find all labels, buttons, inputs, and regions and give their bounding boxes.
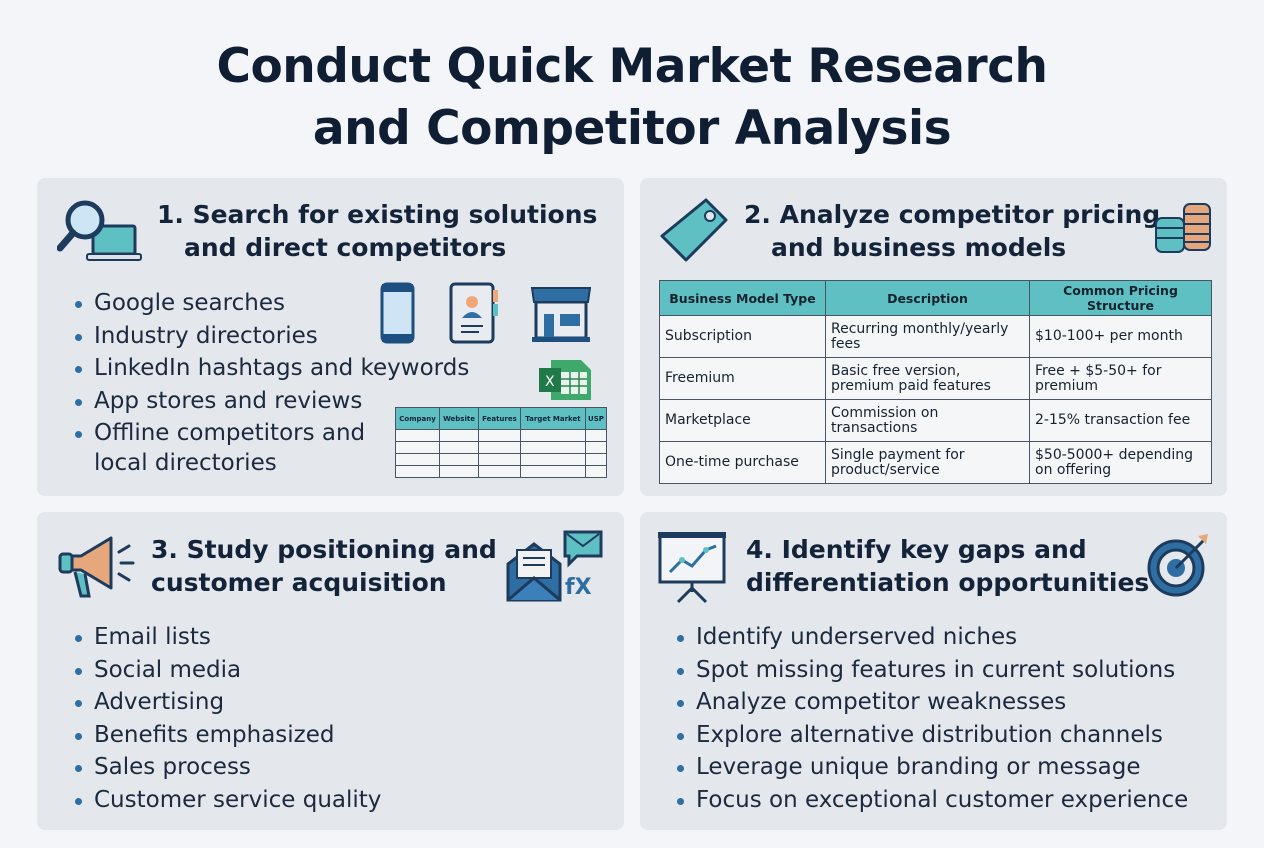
fx-icon-text: fX bbox=[565, 575, 592, 600]
table-header: Target Market bbox=[519, 407, 586, 430]
table-cell: Commission on transactions bbox=[825, 399, 1030, 442]
list-item: Benefits emphasized bbox=[74, 719, 381, 752]
positioning-list: Email lists Social media Advertising Ben… bbox=[74, 621, 381, 817]
list-item: Explore alternative distribution channel… bbox=[676, 719, 1188, 752]
table-header: USP bbox=[584, 407, 608, 430]
list-item: Leverage unique branding or message bbox=[676, 751, 1188, 784]
list-item: Email lists bbox=[74, 621, 381, 654]
envelope-icon: fX bbox=[506, 530, 603, 602]
list-item: Focus on exceptional customer experience bbox=[676, 784, 1188, 817]
list-item: Industry directories bbox=[74, 320, 469, 353]
section-gaps: 4. Identify key gaps and differentiation… bbox=[640, 512, 1227, 830]
coin-stacks-icon bbox=[1155, 203, 1211, 253]
list-item: Customer service quality bbox=[74, 784, 381, 817]
heading-line: differentiation opportunities bbox=[746, 568, 1150, 597]
heading-line: 3. Study positioning and bbox=[151, 535, 497, 564]
title-line-2: and Competitor Analysis bbox=[312, 101, 952, 156]
table-header: Website bbox=[439, 407, 479, 430]
section-1-heading: 1. Search for existing solutions and dir… bbox=[157, 198, 597, 264]
search-list: Google searches Industry directories Lin… bbox=[74, 287, 469, 476]
list-item: Identify underserved niches bbox=[676, 621, 1188, 654]
heading-line: and business models bbox=[771, 233, 1067, 262]
gaps-list: Identify underserved niches Spot missing… bbox=[676, 621, 1188, 817]
megaphone-icon bbox=[58, 536, 135, 598]
magnifier-laptop-icon bbox=[57, 200, 142, 261]
table-cell: Marketplace bbox=[659, 399, 826, 442]
table-cell: $10-100+ per month bbox=[1029, 315, 1212, 358]
list-item: Analyze competitor weaknesses bbox=[676, 686, 1188, 719]
list-item: LinkedIn hashtags and keywords bbox=[74, 352, 469, 385]
table-cell: Recurring monthly/yearly fees bbox=[825, 315, 1030, 358]
list-item: Sales process bbox=[74, 751, 381, 784]
table-cell: Single payment for product/service bbox=[825, 441, 1030, 484]
table-header: Business Model Type bbox=[659, 280, 826, 316]
section-positioning: 3. Study positioning and customer acquis… bbox=[37, 512, 624, 830]
table-cell: Free + $5-50+ for premium bbox=[1029, 357, 1212, 400]
list-item: local directories bbox=[74, 450, 469, 476]
section-4-heading: 4. Identify key gaps and differentiation… bbox=[746, 533, 1149, 599]
table-cell: Subscription bbox=[659, 315, 826, 358]
storefront-icon bbox=[530, 287, 592, 342]
list-item: App stores and reviews bbox=[74, 385, 469, 418]
heading-line: 4. Identify key gaps and bbox=[746, 535, 1087, 564]
excel-icon: X bbox=[539, 360, 591, 400]
title-line-1: Conduct Quick Market Research bbox=[216, 39, 1048, 94]
heading-line: 1. Search for existing solutions bbox=[157, 200, 598, 229]
table-cell: 2-15% transaction fee bbox=[1029, 399, 1212, 442]
table-cell: Freemium bbox=[659, 357, 826, 400]
table-cell: Basic free version, premium paid feature… bbox=[825, 357, 1030, 400]
list-item: Google searches bbox=[74, 287, 469, 320]
table-cell: $50-5000+ depending on offering bbox=[1029, 441, 1212, 484]
address-book-icon bbox=[449, 282, 498, 344]
section-search: 1. Search for existing solutions and dir… bbox=[37, 178, 624, 496]
smartphone-icon bbox=[380, 282, 415, 344]
list-item: Advertising bbox=[74, 686, 381, 719]
target-icon bbox=[1147, 534, 1208, 597]
page-title: Conduct Quick Market Research and Compet… bbox=[0, 36, 1264, 160]
heading-line: 2. Analyze competitor pricing bbox=[744, 200, 1161, 229]
list-item: Social media bbox=[74, 654, 381, 687]
table-header: Features bbox=[477, 407, 521, 430]
list-item-continuation: local directories bbox=[94, 449, 277, 476]
table-cell: One-time purchase bbox=[659, 441, 826, 484]
table-header: Company bbox=[394, 407, 441, 430]
heading-line: and direct competitors bbox=[184, 233, 507, 262]
svg-text:X: X bbox=[545, 374, 555, 390]
list-item: Spot missing features in current solutio… bbox=[676, 654, 1188, 687]
table-header: Description bbox=[825, 280, 1030, 316]
list-item: Offline competitors and bbox=[74, 417, 469, 450]
section-pricing: 2. Analyze competitor pricing and busine… bbox=[640, 178, 1227, 496]
section-3-heading: 3. Study positioning and customer acquis… bbox=[151, 533, 497, 599]
presentation-chart-icon bbox=[658, 532, 726, 604]
section-2-heading: 2. Analyze competitor pricing and busine… bbox=[744, 198, 1160, 264]
chat-email-icon bbox=[563, 530, 603, 568]
table-header: Common Pricing Structure bbox=[1029, 280, 1212, 316]
heading-line: customer acquisition bbox=[151, 568, 447, 597]
price-tag-icon bbox=[660, 198, 728, 262]
